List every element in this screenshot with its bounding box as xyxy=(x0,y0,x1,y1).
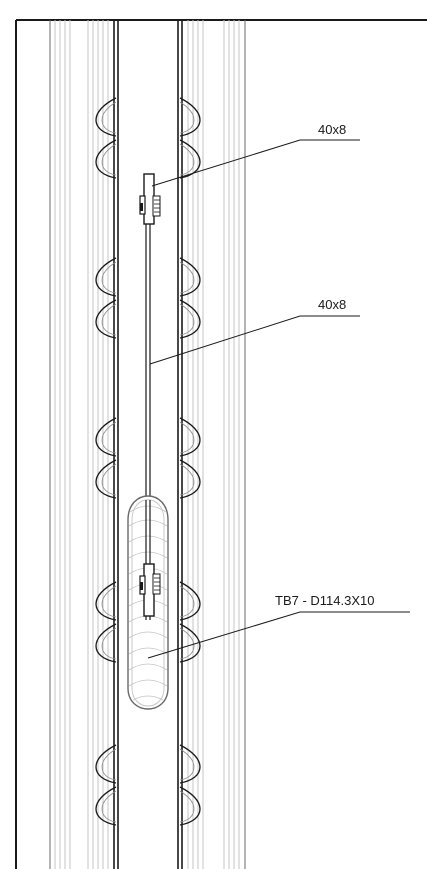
upper-connector xyxy=(139,173,161,225)
leader-line-1 xyxy=(151,139,360,187)
lower-connector xyxy=(139,563,161,617)
left-hooks xyxy=(95,97,117,826)
right-wall xyxy=(177,20,246,869)
leader-lines xyxy=(147,139,410,659)
left-wall xyxy=(49,20,119,869)
leader-line-3 xyxy=(147,611,410,659)
callout-label-1: 40x8 xyxy=(318,122,346,137)
leader-line-2 xyxy=(149,315,360,365)
callout-label-3: TB7 - D114.3X10 xyxy=(275,593,374,608)
right-hooks xyxy=(179,97,201,826)
callout-label-2: 40x8 xyxy=(318,297,346,312)
drawing-frame xyxy=(15,19,427,869)
